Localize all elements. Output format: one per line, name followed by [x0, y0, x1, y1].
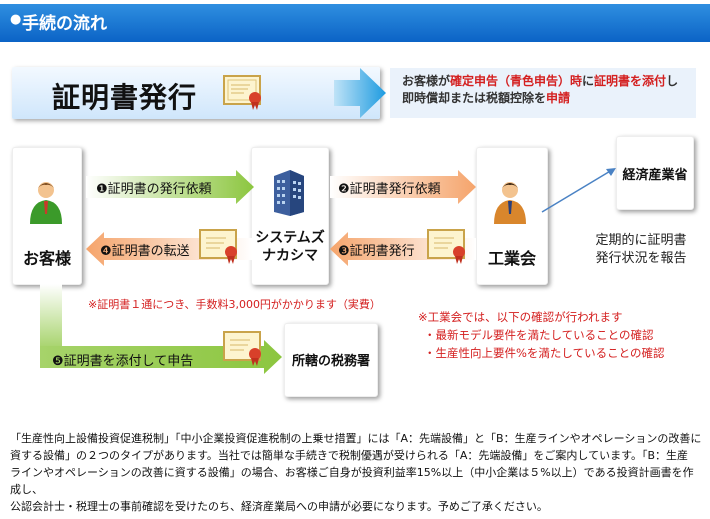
note-text: し — [666, 74, 679, 88]
meti-label: 経済産業省 — [622, 168, 688, 183]
note-highlight: 証明書を添付 — [594, 74, 667, 88]
note-text: に — [582, 74, 595, 88]
description-line: 資する設備」の２つのタイプがあります。当社では簡単な手続きで税制優遇が受けられる… — [10, 449, 689, 462]
certificate-issuance-title: 証明書発行 — [52, 81, 198, 114]
certificate-issuance-panel — [12, 67, 380, 119]
step1-label: ❶証明書の発行依頼 — [96, 182, 212, 197]
report-connector-arrow — [541, 168, 616, 213]
header-bullet: ● — [10, 12, 22, 27]
description-line: ラインやオペレーションの改善に資する設備」の場合、お客様ご自身が投資利益率15%… — [10, 466, 694, 496]
businessman-orange-icon — [494, 182, 526, 224]
fee-note: ※証明書１通につき、手数料3,000円がかかります（実費） — [88, 298, 381, 311]
note-text: 即時償却または税額控除を — [402, 91, 547, 105]
step1-arrow — [86, 170, 254, 204]
page-title: 手続の流れ — [22, 14, 107, 34]
description-line: 「生産性向上設備投資促進税制」「中小企業投資促進税制の上乗せ措置」には「A：先端… — [10, 432, 702, 445]
note-highlight: 確定申告（青色申告）時 — [450, 74, 583, 88]
step3-label: ❸証明書発行 — [338, 244, 415, 259]
section-header — [0, 4, 710, 42]
certificate-icon — [427, 229, 465, 264]
businessman-green-icon — [30, 182, 62, 224]
step2-label: ❷証明書発行依頼 — [338, 182, 441, 197]
customer-label: お客様 — [22, 249, 71, 268]
step2-arrow — [330, 170, 476, 204]
meti-card — [616, 136, 694, 210]
step5-arrow — [40, 284, 282, 374]
systems-label-line1: システムズ — [255, 230, 325, 246]
tax-office-label: 所轄の税務署 — [291, 354, 370, 369]
tax-system-description: 「生産性向上設備投資促進税制」「中小企業投資促進税制の上乗せ措置」には「A：先端… — [10, 430, 702, 515]
systems-nakashima-label: システムズ ナカシマ — [251, 229, 329, 265]
check-note-item-part: ・生産性向上 — [424, 346, 493, 360]
check-note-title: ※工業会では、以下の確認が行われます — [418, 310, 623, 324]
step4-label: ❹証明書の転送 — [100, 244, 190, 259]
certificate-icon — [223, 75, 261, 110]
check-note-item: ・生産性向上要件%を満たしていることの確認 — [418, 344, 664, 362]
note-text: お客様が — [402, 74, 451, 88]
description-line: 公認会計士・税理士の事前確認を受けたのち、経済産業局への申請が必要になります。予… — [10, 500, 548, 513]
step5-label: ❺証明書を添付して申告 — [52, 354, 194, 369]
report-note: 定期的に証明書 発行状況を報告 — [586, 232, 696, 268]
tax-office-card — [284, 323, 378, 397]
report-note-line1: 定期的に証明書 — [595, 233, 687, 248]
right-arrow-icon — [334, 68, 386, 118]
check-note-item-part: 要件%を満たしていることの確認 — [493, 346, 665, 360]
report-note-line2: 発行状況を報告 — [595, 251, 687, 266]
check-note-item: ・最新モデル要件を満たしていることの確認 — [424, 328, 654, 342]
filing-note: お客様が確定申告（青色申告）時に証明書を添付し 即時償却または税額控除を申請 — [390, 68, 696, 118]
building-icon — [274, 170, 304, 216]
industry-association-label: 工業会 — [487, 249, 536, 268]
systems-label-line2: ナカシマ — [262, 248, 318, 264]
certificate-icon — [223, 331, 261, 366]
certificate-icon — [199, 229, 237, 264]
association-check-note: ※工業会では、以下の確認が行われます ・最新モデル要件を満たしていることの確認 … — [418, 308, 664, 362]
note-highlight: 申請 — [546, 91, 571, 105]
